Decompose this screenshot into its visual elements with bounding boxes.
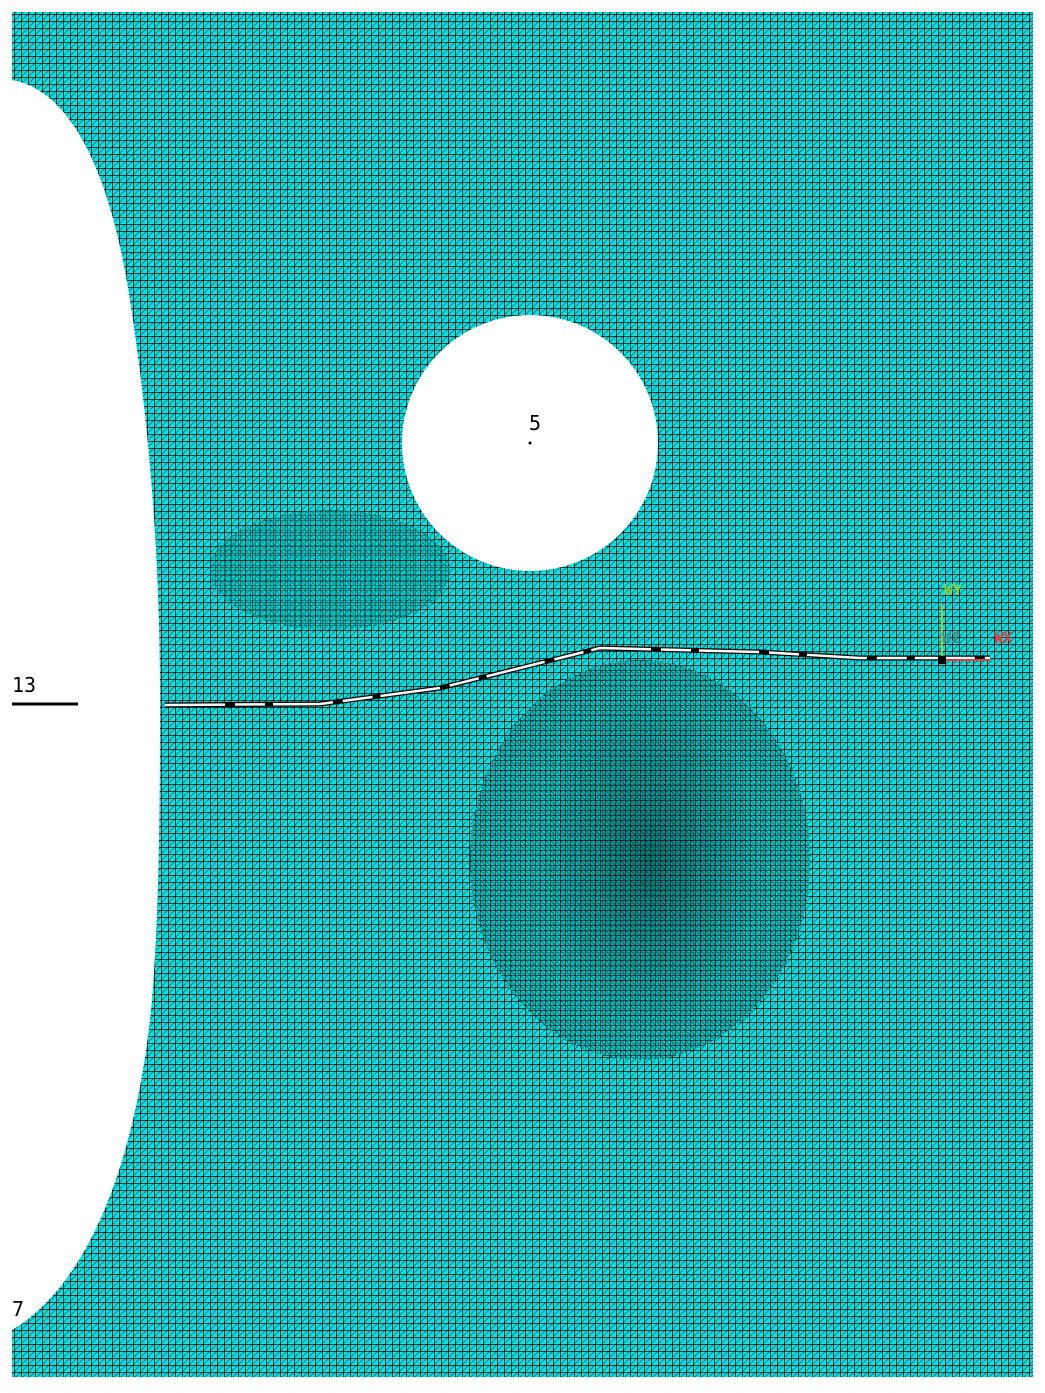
refined-mesh-region-upper	[210, 510, 450, 630]
corner-number-label: 7	[12, 1297, 24, 1321]
meshed-plate[interactable]	[12, 12, 1033, 1377]
dense-mesh-shading	[540, 690, 760, 1030]
hole-number-label: 5	[529, 411, 541, 435]
hole-center-point	[528, 441, 532, 445]
triad-origin-label: WZ	[942, 629, 960, 647]
edge-number-label: 13	[12, 673, 36, 697]
triad-origin-marker	[938, 656, 946, 664]
working-plane-triad: WY WZ WX	[938, 581, 1012, 664]
triad-x-label: WX	[994, 629, 1012, 647]
triad-y-label: WY	[944, 581, 962, 599]
crack-path[interactable]	[164, 646, 990, 707]
